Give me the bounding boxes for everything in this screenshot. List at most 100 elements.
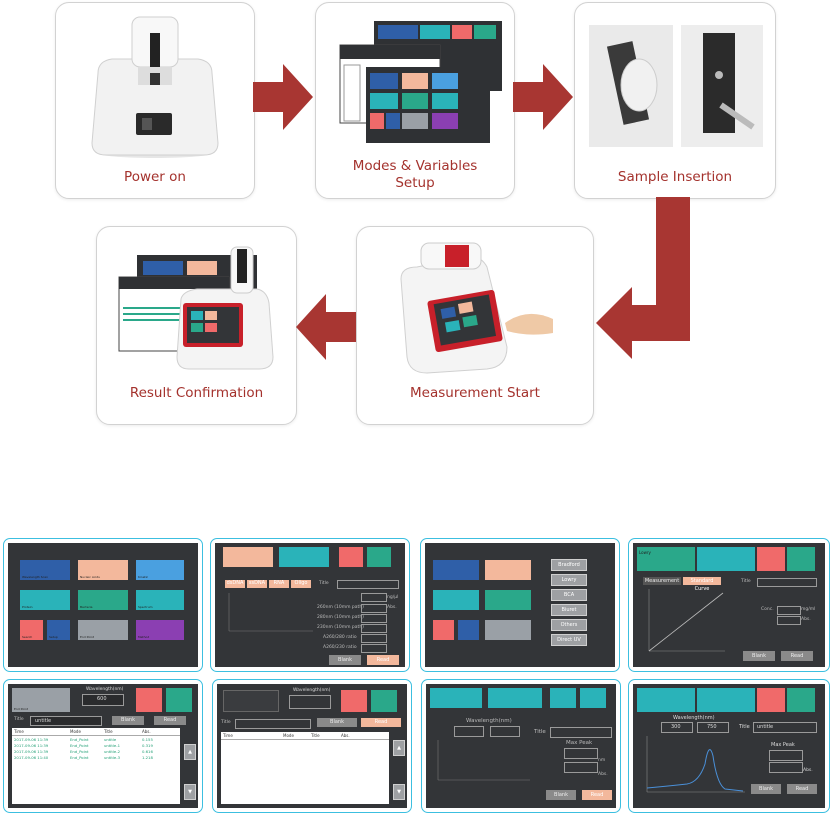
wl-from-field[interactable]: 300 xyxy=(661,722,693,733)
search-tile[interactable] xyxy=(757,547,785,571)
tile-setup[interactable] xyxy=(458,620,479,640)
tile-end-point[interactable]: End Point xyxy=(78,620,128,640)
home-tile[interactable] xyxy=(371,690,397,712)
wl-to-field[interactable] xyxy=(490,726,520,737)
read-button[interactable]: Read xyxy=(781,651,813,661)
search-tile[interactable] xyxy=(136,688,162,712)
cell-time: 2017-09-06 11:39 xyxy=(14,737,49,742)
spectrum-tile[interactable] xyxy=(637,688,695,712)
home-tile[interactable] xyxy=(787,547,815,571)
tile-method[interactable]: Method xyxy=(136,620,184,640)
home-tile[interactable] xyxy=(166,688,192,712)
tab-dsdna[interactable]: dsDNA xyxy=(225,580,245,588)
spectrum-plot-icon xyxy=(437,740,530,781)
home-tile[interactable] xyxy=(787,688,815,712)
wl-from-field[interactable] xyxy=(454,726,484,737)
read-button[interactable]: Read xyxy=(361,718,401,727)
step-sample-insertion: Sample Insertion xyxy=(574,2,776,199)
method-bca[interactable]: BCA xyxy=(551,589,587,601)
blank-button[interactable]: Blank xyxy=(112,716,144,725)
tab-oligo[interactable]: Oligo xyxy=(291,580,311,588)
wavelength-label: Wavelength(nm) xyxy=(673,715,715,721)
end-point-tile[interactable] xyxy=(223,690,279,712)
tile-end-point[interactable] xyxy=(485,620,531,640)
tab-rna[interactable]: RNA xyxy=(269,580,289,588)
tab-standard-curve[interactable]: Standard Curve xyxy=(683,577,721,592)
tile-label: End Point xyxy=(14,707,29,711)
read-button[interactable]: Read xyxy=(787,784,817,794)
tile-search[interactable]: Search xyxy=(20,620,43,640)
protein-screen: Bradford Lowry BCA Biuret Others Direct … xyxy=(425,543,615,667)
search-tile[interactable] xyxy=(339,547,363,567)
row-ratio-280: A260/280 ratio xyxy=(323,635,357,640)
title-field[interactable] xyxy=(550,727,612,738)
scroll-down-button[interactable]: ▼ xyxy=(184,784,196,800)
tab-measurement[interactable]: Measurement xyxy=(643,577,681,585)
blank-button[interactable]: Blank xyxy=(743,651,775,661)
title-field[interactable] xyxy=(337,580,399,589)
tile-setup[interactable]: Setup xyxy=(47,620,70,640)
tile-bacteria[interactable] xyxy=(485,590,531,610)
title-field[interactable] xyxy=(757,578,817,587)
method-others[interactable]: Others xyxy=(551,619,587,631)
tile-wavelength-scan[interactable] xyxy=(433,560,479,580)
spectrum-screen: Wavelength(nm) 300 750 Title untitle Max… xyxy=(633,684,825,808)
table-row[interactable]: 2017-09-06 11:40 End_Point untitle-3 1.2… xyxy=(12,755,180,761)
method-biuret[interactable]: Biuret xyxy=(551,604,587,616)
tile-nucleic-acids[interactable] xyxy=(485,560,531,580)
wl-to-field[interactable]: 750 xyxy=(697,722,729,733)
scroll-up-button[interactable]: ▲ xyxy=(393,740,405,756)
home-tile[interactable] xyxy=(580,688,606,708)
protein-tile[interactable] xyxy=(697,547,755,571)
cell-title: untitle-1 xyxy=(104,743,121,748)
row-230: 230nm (10mm path) xyxy=(317,625,364,630)
tile-kinetic[interactable]: Kinetic xyxy=(136,560,184,580)
blank-button[interactable]: Blank xyxy=(546,790,576,800)
read-button[interactable]: Read xyxy=(367,655,399,665)
home-tile[interactable] xyxy=(367,547,391,567)
tile-wavelength-scan[interactable]: Wavelength Scan xyxy=(20,560,70,580)
scroll-down-button[interactable]: ▼ xyxy=(393,784,405,800)
method-direct-uv[interactable]: Direct UV xyxy=(551,634,587,646)
search-tile[interactable] xyxy=(757,688,785,712)
table-row[interactable]: 2017-09-06 11:39 End_Point untitle-1 0.3… xyxy=(12,743,180,749)
read-button[interactable]: Read xyxy=(154,716,186,725)
protein-tile[interactable] xyxy=(488,688,542,708)
tile-protein[interactable] xyxy=(433,590,479,610)
blank-button[interactable]: Blank xyxy=(329,655,361,665)
endpoint-screen: End Point Wavelength(nm) 600 Title untit… xyxy=(8,684,198,808)
title-label: Title xyxy=(319,581,329,586)
table-row[interactable]: 2017-09-06 11:39 End_Point untitle-2 0.6… xyxy=(12,749,180,755)
method-bradford[interactable]: Bradford xyxy=(551,559,587,571)
table-row[interactable]: 2017-09-06 11:39 End_Point untitle 0.155 xyxy=(12,737,180,743)
wavelength-field[interactable] xyxy=(289,695,331,709)
nucleic-acid-tile[interactable] xyxy=(223,547,273,567)
spectrum-tile[interactable] xyxy=(430,688,482,708)
method-lowry[interactable]: Lowry xyxy=(551,574,587,586)
lowry-tile[interactable]: Lowry xyxy=(637,547,695,571)
tile-spectrum[interactable]: Spectrum xyxy=(136,590,184,610)
max-peak-label: Max Peak xyxy=(771,742,795,748)
blank-button[interactable]: Blank xyxy=(317,718,357,727)
arrow-right-icon xyxy=(513,64,573,130)
read-button[interactable]: Read xyxy=(582,790,612,800)
tile-bacteria[interactable]: Bacteria xyxy=(78,590,128,610)
bacteria-tile[interactable] xyxy=(279,547,329,567)
tile-protein[interactable]: Protein xyxy=(20,590,70,610)
tile-label: Search xyxy=(22,635,33,639)
title-field[interactable]: untitle xyxy=(30,716,102,726)
search-tile[interactable] xyxy=(550,688,576,708)
col-abs: Abs. xyxy=(341,733,350,738)
title-field[interactable] xyxy=(235,719,311,729)
end-point-tile[interactable]: End Point xyxy=(12,688,70,712)
conc-field xyxy=(777,606,801,615)
tile-search[interactable] xyxy=(433,620,454,640)
tab-ssdna[interactable]: ssDNA xyxy=(247,580,267,588)
search-tile[interactable] xyxy=(341,690,367,712)
wavelength-field[interactable]: 600 xyxy=(82,694,124,706)
protein-tile[interactable] xyxy=(697,688,755,712)
scroll-up-button[interactable]: ▲ xyxy=(184,744,196,760)
blank-button[interactable]: Blank xyxy=(751,784,781,794)
title-field[interactable]: untitle xyxy=(753,722,817,733)
tile-nucleic-acids[interactable]: Nucleic Acids xyxy=(78,560,128,580)
